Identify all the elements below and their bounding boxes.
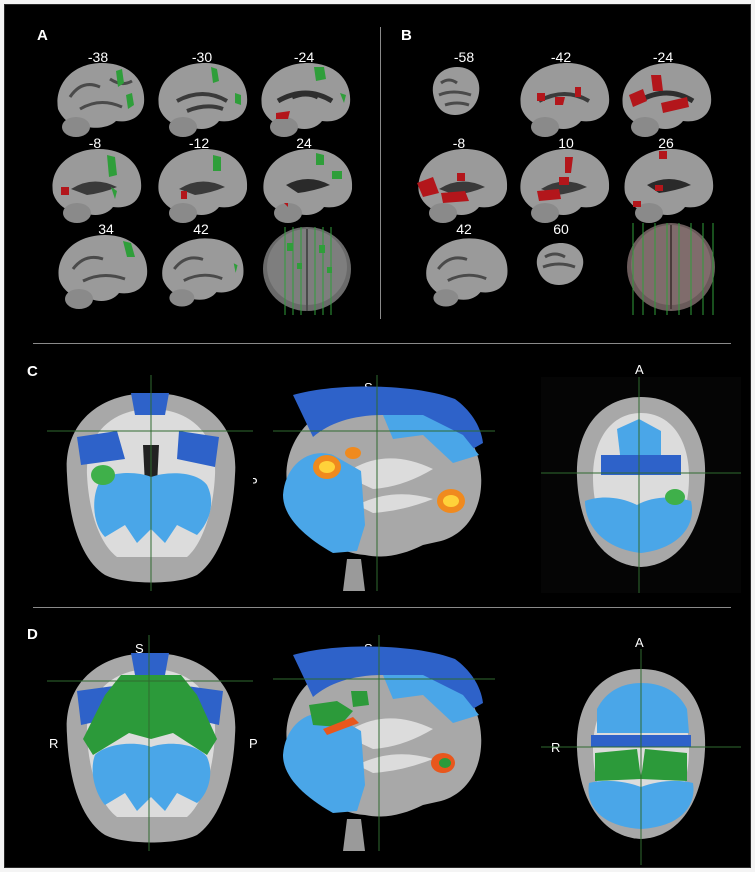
slice-label-b6: 26 <box>658 135 674 151</box>
slice-label-a3: -24 <box>293 49 315 65</box>
slice-label-a5: -12 <box>188 135 210 151</box>
sagittal-slice-b5 <box>515 143 615 225</box>
slice-label-b7: 42 <box>456 221 472 237</box>
sagittal-slice-b6 <box>619 143 719 225</box>
sagittal-slice-b4 <box>413 143 513 225</box>
divider-ab-c <box>33 343 731 344</box>
sagittal-slice-b1 <box>427 63 485 121</box>
brain-3d-render-a <box>257 223 357 315</box>
coronal-slice-c <box>47 375 253 591</box>
label-d-coronal-superior: S <box>135 641 144 656</box>
label-c-sagittal-posterior: P <box>249 475 258 490</box>
label-d-axial-anterior: A <box>635 635 644 650</box>
sagittal-slice-a7 <box>53 229 153 311</box>
sagittal-slice-d <box>273 635 495 851</box>
label-c-axial-anterior: A <box>635 362 644 377</box>
slice-label-a7: 34 <box>98 221 114 237</box>
slice-label-b5: 10 <box>558 135 574 151</box>
label-d-sagittal-posterior: P <box>249 736 258 751</box>
slice-label-b2: -42 <box>550 49 572 65</box>
panel-letter-c: C <box>27 363 38 380</box>
panel-letter-a: A <box>37 27 48 44</box>
slice-label-a8: 42 <box>193 221 209 237</box>
figure-frame: A B C D -38 -30 -24 -8 -12 24 34 42 -58 … <box>4 4 751 868</box>
sagittal-slice-a5 <box>153 143 253 225</box>
axial-slice-d <box>541 649 741 865</box>
slice-label-b3: -24 <box>652 49 674 65</box>
panel-letter-b: B <box>401 27 412 44</box>
sagittal-slice-a1 <box>50 57 150 139</box>
divider-ab <box>380 27 381 319</box>
sagittal-slice-c <box>273 375 495 591</box>
slice-label-a2: -30 <box>191 49 213 65</box>
slice-label-b1: -58 <box>453 49 475 65</box>
sagittal-slice-b8 <box>533 241 587 287</box>
sagittal-slice-a6 <box>258 143 358 225</box>
slice-label-a4: -8 <box>88 135 102 151</box>
sagittal-slice-a2 <box>153 57 253 139</box>
divider-c-d <box>33 607 731 608</box>
sagittal-slice-a4 <box>47 143 147 225</box>
sagittal-slice-a8 <box>155 229 251 311</box>
sagittal-slice-a3 <box>256 57 356 139</box>
slice-label-a1: -38 <box>87 49 109 65</box>
label-d-coronal-right: R <box>49 736 59 751</box>
coronal-slice-d <box>47 635 253 851</box>
axial-slice-c <box>541 377 741 593</box>
panel-letter-d: D <box>27 626 38 643</box>
sagittal-slice-b3 <box>617 57 717 139</box>
slice-label-a6: 24 <box>296 135 312 151</box>
sagittal-slice-b7 <box>419 229 515 311</box>
brain-3d-render-b <box>621 219 721 315</box>
slice-label-b4: -8 <box>452 135 466 151</box>
slice-label-b8: 60 <box>553 221 569 237</box>
sagittal-slice-b2 <box>515 57 615 139</box>
